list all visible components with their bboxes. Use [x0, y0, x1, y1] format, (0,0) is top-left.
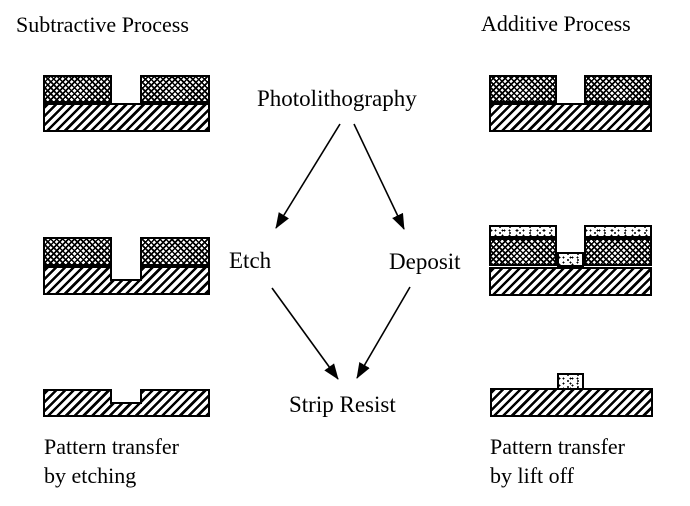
right-caption-line2: by lift off — [490, 463, 574, 488]
resist-layer — [489, 238, 557, 266]
arrow-etch-to-strip-resist — [271, 287, 339, 380]
resist-layer — [140, 75, 210, 103]
arrow-deposit-to-strip-resist — [356, 286, 411, 379]
additive-process-title: Additive Process — [481, 11, 631, 36]
etched-trench — [110, 389, 142, 404]
substrate-film-layer — [489, 267, 652, 296]
substrate-film-layer — [489, 103, 652, 132]
right-caption-line1: Pattern transfer — [490, 434, 625, 459]
resist-layer — [43, 75, 112, 103]
left-caption: Pattern transfer by etching — [44, 432, 179, 490]
subtractive-process-title: Subtractive Process — [16, 12, 189, 37]
resist-layer — [140, 237, 210, 266]
deposited-layer — [584, 225, 652, 238]
resist-layer — [584, 238, 652, 266]
etched-trench — [110, 266, 142, 281]
resist-layer — [489, 75, 557, 103]
arrow-photolithography-to-etch — [275, 123, 341, 229]
left-caption-line2: by etching — [44, 463, 137, 488]
deposited-feature-in-gap — [557, 252, 584, 267]
resist-layer — [584, 75, 652, 103]
right-caption: Pattern transfer by lift off — [490, 432, 625, 490]
substrate-film-layer — [43, 103, 210, 132]
flow-node-photolithography: Photolithography — [257, 86, 417, 111]
flow-node-etch: Etch — [229, 248, 272, 273]
resist-layer — [43, 237, 112, 266]
flow-node-deposit: Deposit — [389, 249, 461, 274]
deposited-feature — [557, 373, 584, 390]
left-caption-line1: Pattern transfer — [44, 434, 179, 459]
flow-node-strip-resist: Strip Resist — [289, 392, 396, 417]
deposited-layer — [489, 225, 557, 238]
substrate-film-layer — [490, 388, 653, 417]
arrow-photolithography-to-deposit — [353, 123, 405, 230]
